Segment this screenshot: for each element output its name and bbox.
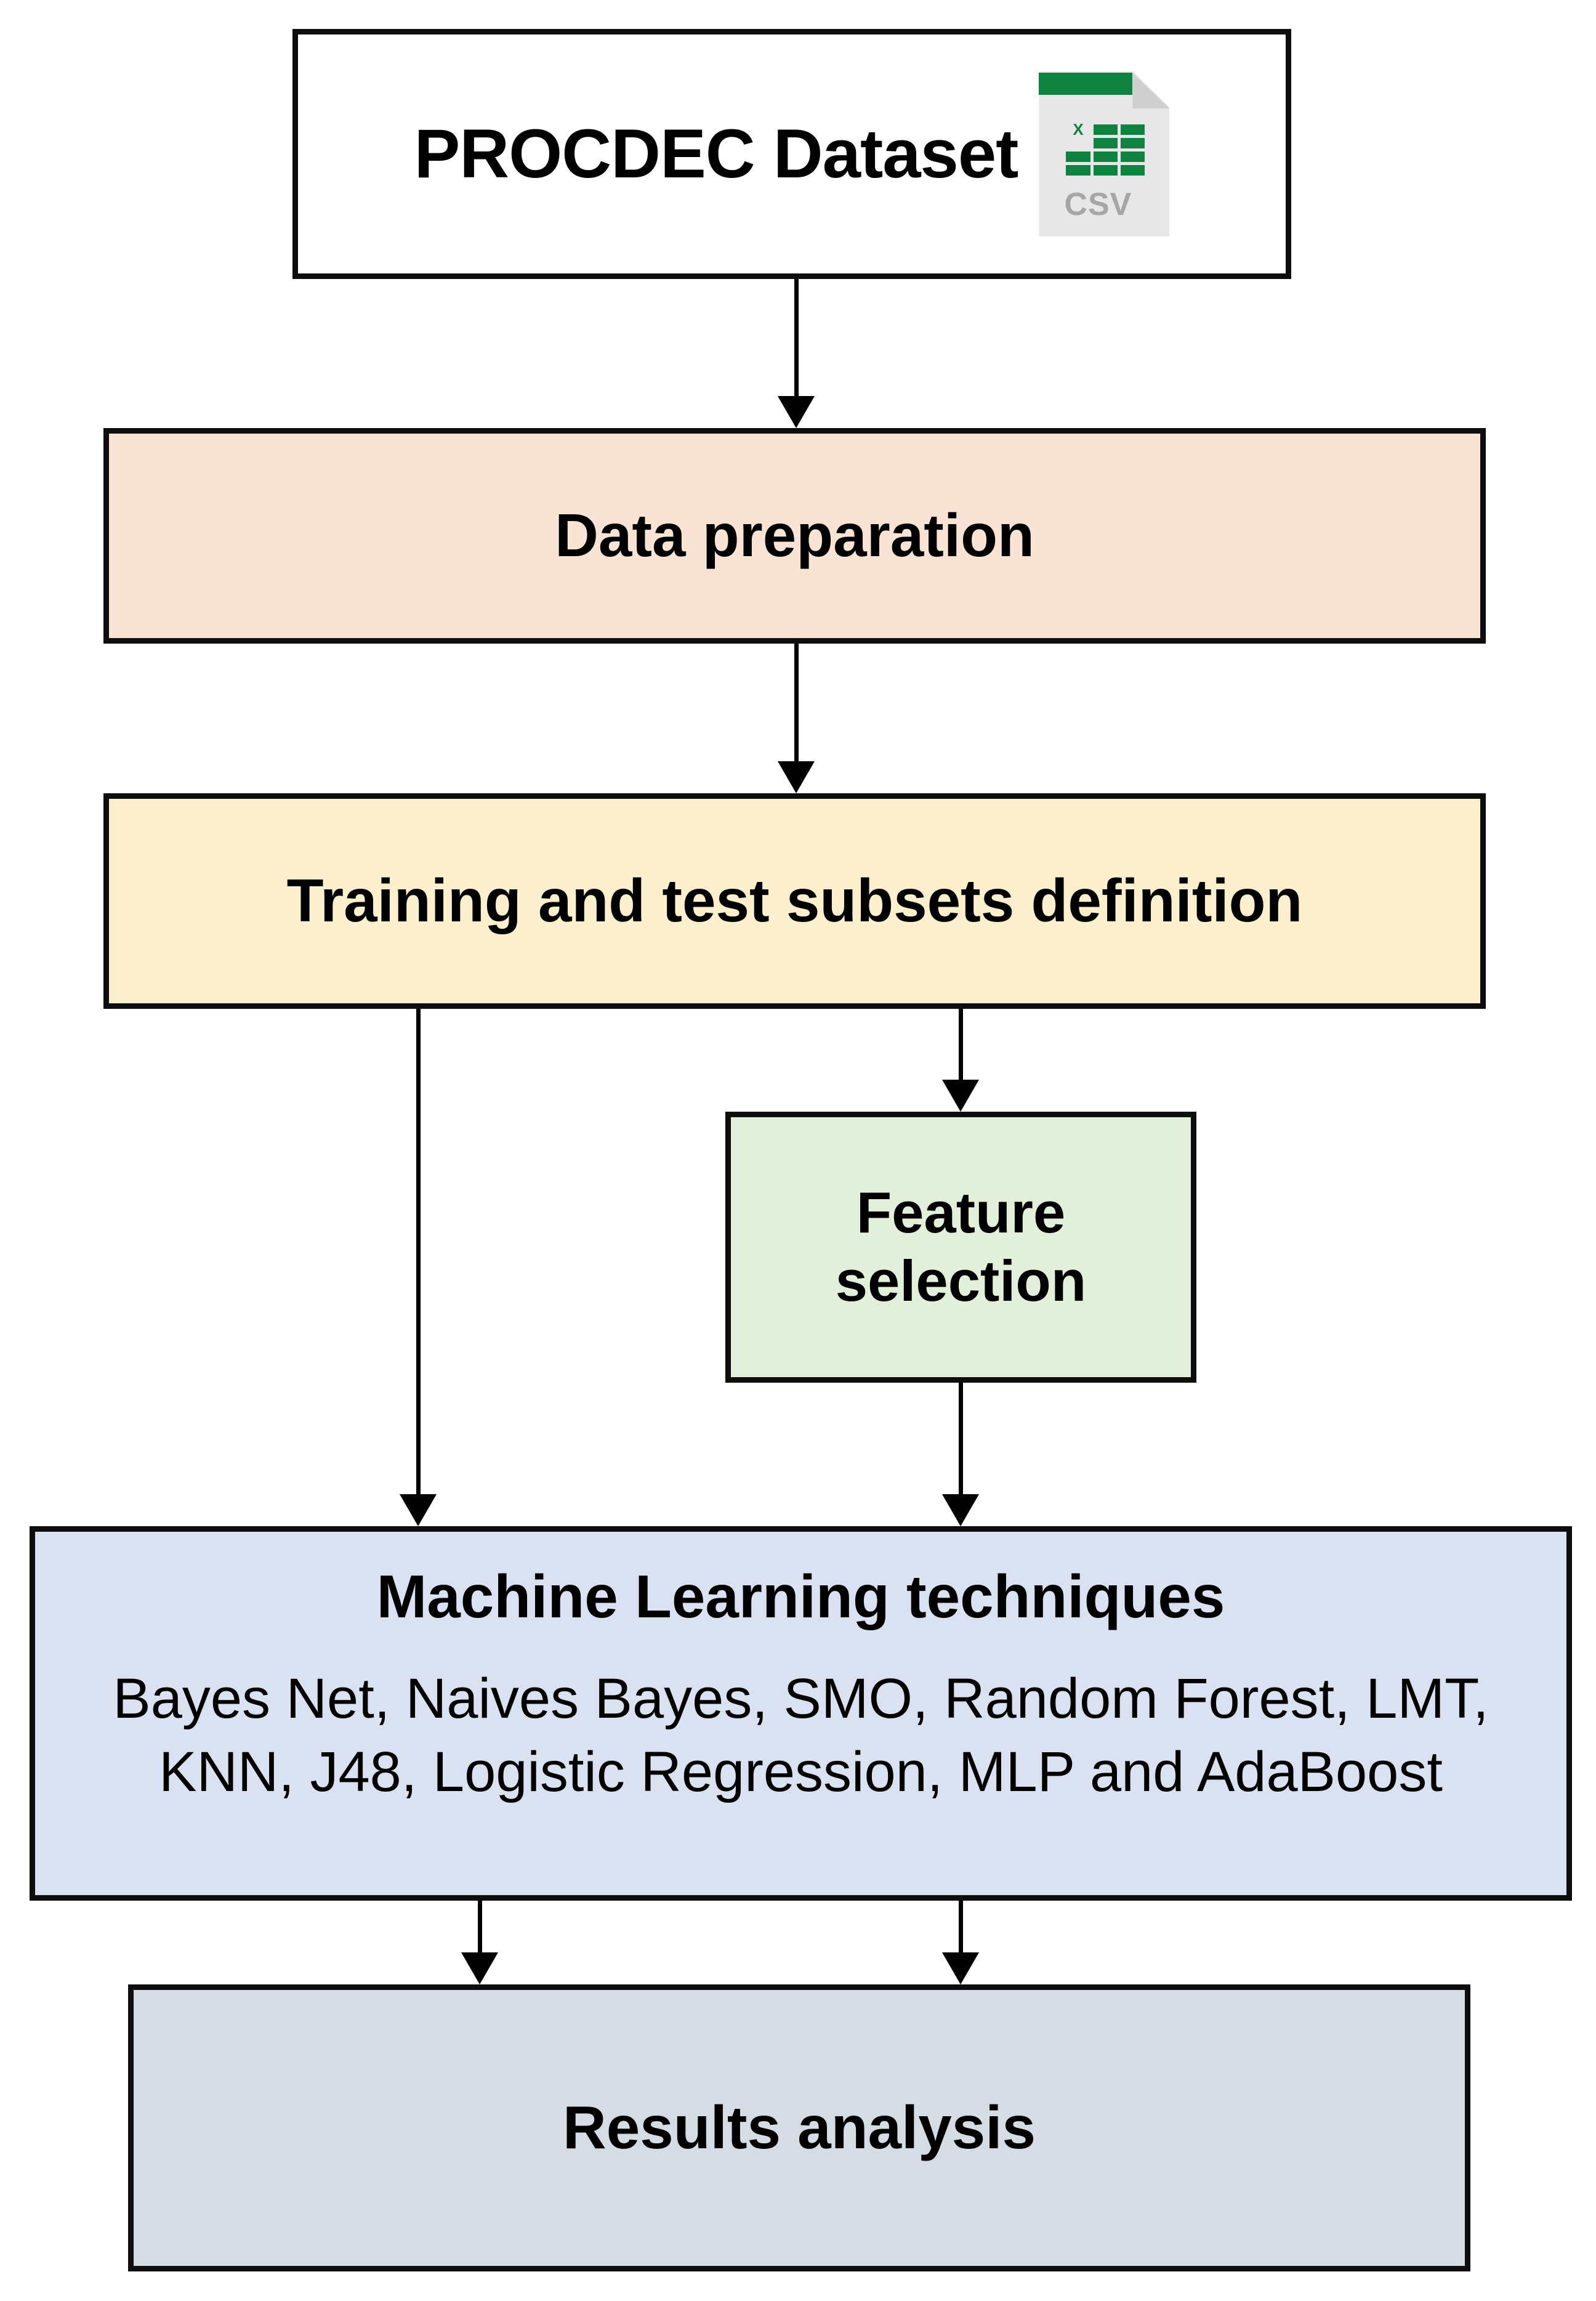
edge-feature-selection-to-ml-techniques bbox=[959, 1383, 963, 1494]
edge-ml-to-results-right bbox=[959, 1901, 963, 1952]
csv-grid-cell bbox=[1066, 165, 1090, 176]
node-feature-selection-line1: Feature bbox=[856, 1180, 1066, 1245]
node-results-analysis-label: Results analysis bbox=[562, 2093, 1036, 2162]
arrowhead-results-left bbox=[461, 1952, 498, 1984]
arrowhead-ml-techniques-left bbox=[400, 1494, 437, 1526]
edge-ml-to-results-left bbox=[478, 1901, 482, 1952]
csv-file-icon: X CSV bbox=[1039, 71, 1170, 237]
csv-grid-x-glyph-b bbox=[1066, 138, 1090, 148]
node-subsets-definition-label: Training and test subsets definition bbox=[286, 867, 1303, 935]
edge-subsets-to-feature-selection bbox=[959, 1009, 963, 1080]
csv-spreadsheet-grid-icon: X bbox=[1066, 120, 1145, 176]
node-ml-techniques-label: Machine Learning techniques bbox=[376, 1563, 1225, 1630]
edge-dataset-to-data-preparation bbox=[794, 279, 799, 396]
edge-data-preparation-to-subsets bbox=[794, 644, 799, 761]
node-ml-techniques-detail-line1: Bayes Net, Naives Bayes, SMO, Random For… bbox=[113, 1667, 1489, 1730]
arrowhead-ml-techniques-right bbox=[942, 1494, 979, 1526]
csv-grid-cell bbox=[1121, 138, 1145, 148]
node-ml-techniques[interactable]: Machine Learning techniques Bayes Net, N… bbox=[30, 1526, 1572, 1901]
csv-grid-cell bbox=[1093, 152, 1118, 162]
csv-file-extension-label: CSV bbox=[1064, 187, 1132, 222]
node-ml-techniques-detail-line2: KNN, J48, Logistic Regression, MLP and A… bbox=[159, 1741, 1443, 1804]
csv-grid-cell bbox=[1121, 165, 1145, 176]
node-data-preparation[interactable]: Data preparation bbox=[103, 428, 1486, 644]
node-subsets-definition[interactable]: Training and test subsets definition bbox=[103, 793, 1486, 1009]
arrowhead-data-preparation bbox=[778, 396, 815, 428]
csv-grid-cell bbox=[1121, 152, 1145, 162]
node-data-preparation-label: Data preparation bbox=[555, 501, 1034, 570]
arrowhead-feature-selection bbox=[942, 1080, 979, 1112]
edge-subsets-to-ml-techniques bbox=[416, 1009, 421, 1494]
csv-grid-cell bbox=[1093, 138, 1118, 148]
node-procdec-dataset[interactable]: PROCDEC Dataset X CSV bbox=[292, 29, 1291, 279]
node-results-analysis[interactable]: Results analysis bbox=[128, 1984, 1470, 2271]
node-feature-selection[interactable]: Feature selection bbox=[725, 1112, 1196, 1383]
csv-grid-cell bbox=[1093, 124, 1118, 135]
csv-grid-cell bbox=[1121, 124, 1145, 135]
node-feature-selection-line2: selection bbox=[835, 1248, 1087, 1313]
csv-grid-x-glyph: X bbox=[1073, 120, 1084, 139]
csv-grid-cell bbox=[1066, 152, 1090, 162]
arrowhead-subsets-definition bbox=[778, 761, 815, 793]
node-procdec-dataset-label: PROCDEC Dataset bbox=[414, 115, 1019, 192]
arrowhead-results-right bbox=[942, 1952, 979, 1984]
csv-file-header-bar bbox=[1039, 73, 1133, 95]
csv-grid-cell bbox=[1093, 165, 1118, 176]
